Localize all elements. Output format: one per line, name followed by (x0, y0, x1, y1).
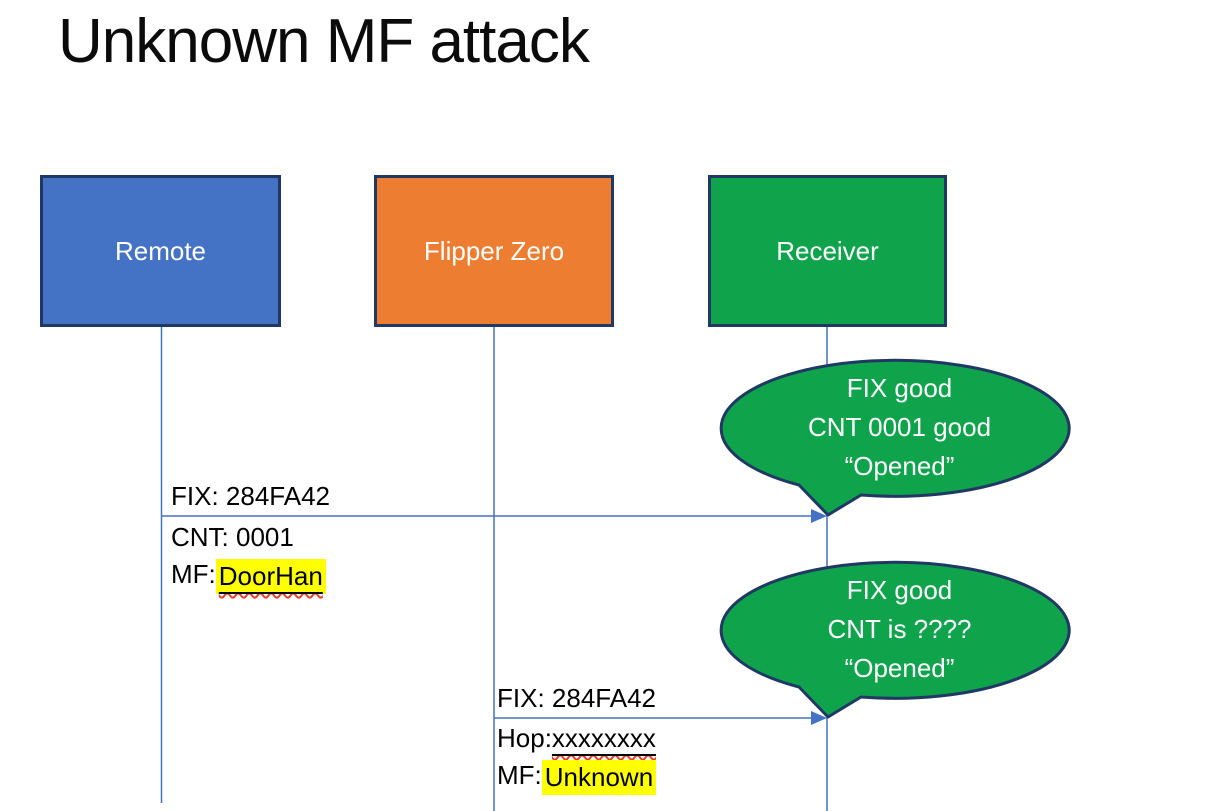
slide-title: Unknown MF attack (58, 7, 590, 76)
message2-mf-value: Unknown (541, 760, 657, 795)
callout2-line1: FIX good (846, 575, 953, 605)
callout1-text: FIX good CNT 0001 good “Opened” (727, 369, 1072, 486)
callout2-line2: CNT is ???? (827, 614, 972, 644)
message2-hop-value: xxxxxxxx (551, 723, 656, 753)
actor-label-receiver: Receiver (776, 235, 879, 266)
message2-hop: Hop: xxxxxxxx (497, 723, 656, 753)
speech-bubble-1 (719, 358, 1071, 517)
speech-bubble-2 (719, 560, 1071, 719)
message2-arrowhead (811, 711, 827, 725)
message1-fix: FIX: 284FA42 (171, 481, 330, 511)
message1-label-above: FIX: 284FA42 (171, 481, 330, 511)
callout1-line1: FIX good (846, 373, 953, 403)
message1-mf: MF: DoorHan (171, 559, 326, 596)
callout1-line2: CNT 0001 good (807, 412, 992, 442)
actor-label-flipper-zero: Flipper Zero (423, 235, 565, 266)
callout2-text: FIX good CNT is ???? “Opened” (727, 571, 1072, 688)
message2-fix: FIX: 284FA42 (497, 683, 656, 713)
message2-label-above: FIX: 284FA42 (497, 683, 656, 713)
message2-mf: MF: Unknown (497, 760, 657, 797)
message1-cnt: CNT: 0001 (171, 522, 294, 552)
message1-label-below: CNT: 0001 MF: DoorHan (171, 522, 326, 596)
message2-label-below: Hop: xxxxxxxx MF: Unknown (497, 723, 657, 797)
callout1-line3: “Opened” (844, 451, 955, 481)
actor-box-receiver: Receiver (708, 175, 947, 327)
message1-mf-value: DoorHan (218, 561, 323, 591)
callout2-line3: “Opened” (844, 653, 955, 683)
actor-box-flipper-zero: Flipper Zero (374, 175, 614, 327)
message1-arrowhead (811, 509, 827, 523)
actor-box-remote: Remote (40, 175, 281, 327)
actor-label-remote: Remote (114, 235, 207, 266)
